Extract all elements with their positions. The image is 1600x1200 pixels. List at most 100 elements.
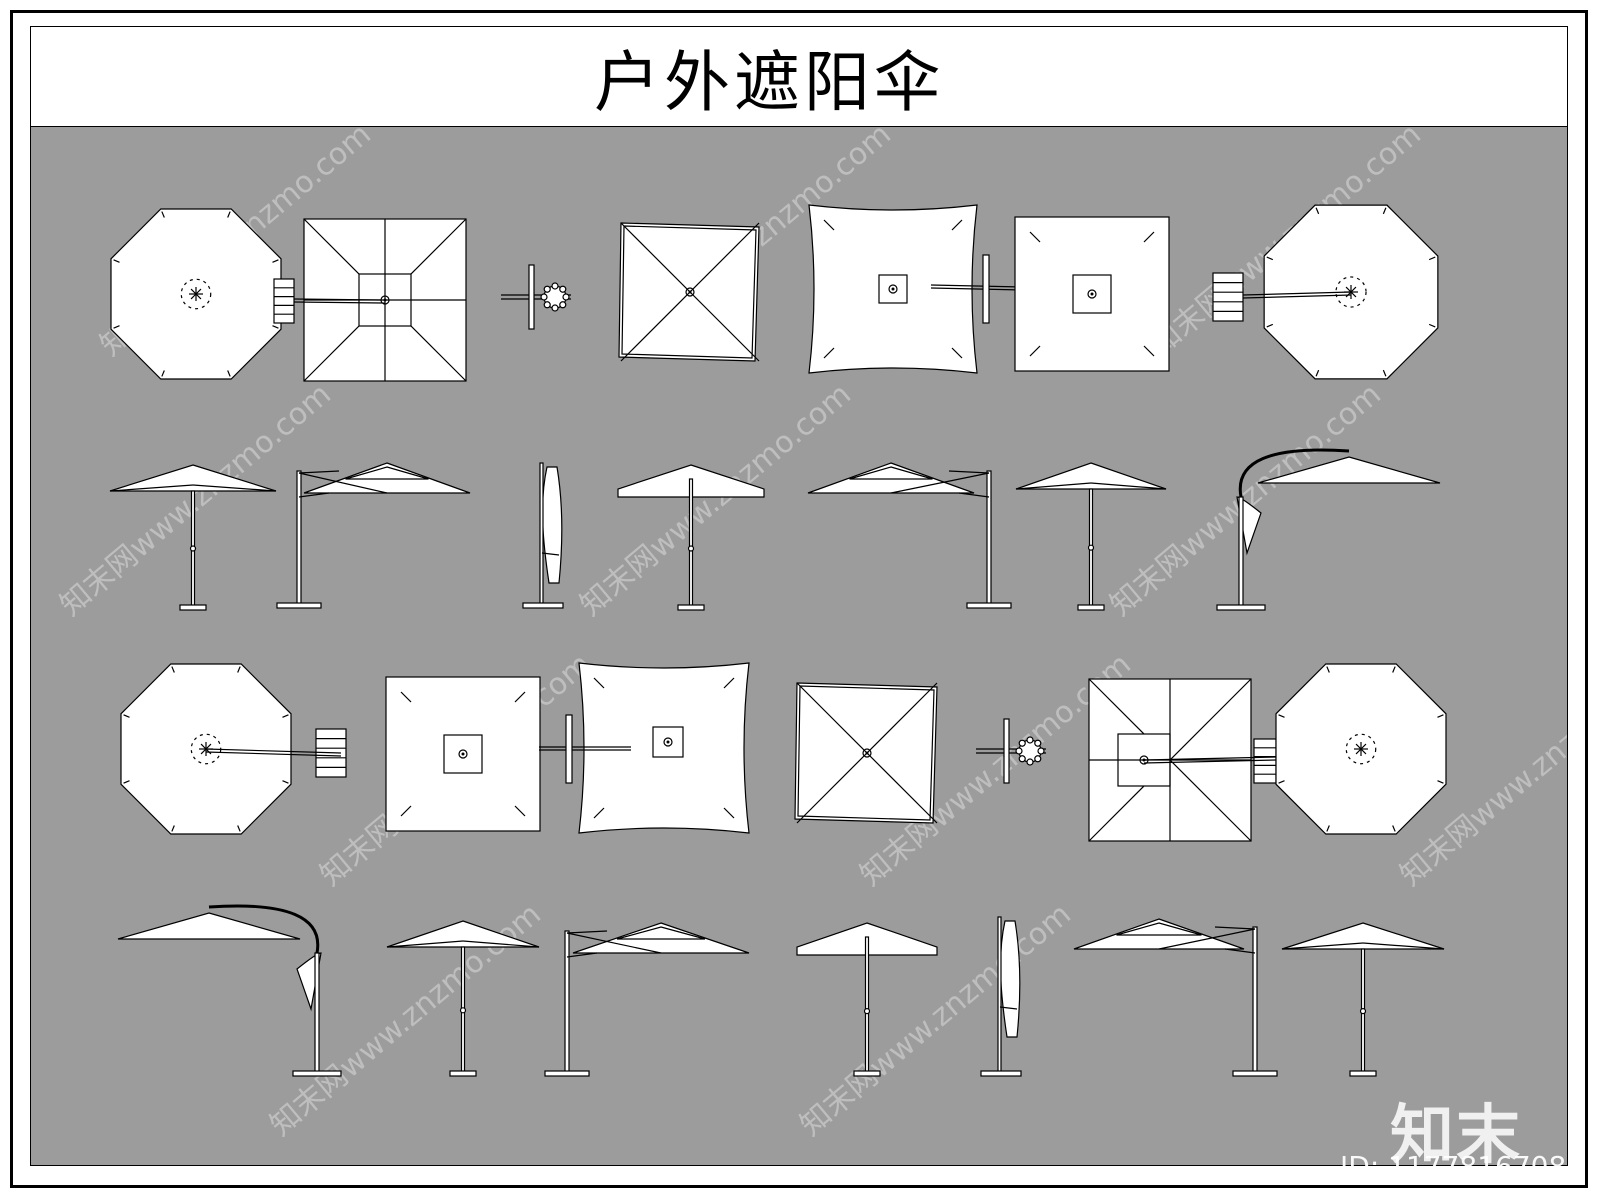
rib — [1362, 942, 1445, 950]
fold-knot — [1034, 739, 1042, 747]
cantilever-square — [544, 922, 750, 1077]
square-plan-offset-right — [1014, 216, 1170, 372]
rib-tick — [1143, 231, 1155, 243]
rib-tick — [1437, 714, 1444, 718]
rib — [192, 484, 277, 492]
rib-tick — [823, 347, 835, 359]
rib-tick — [1315, 369, 1320, 377]
mast — [539, 462, 544, 608]
rib-tick — [951, 219, 963, 231]
canopy — [117, 912, 301, 940]
strut — [948, 470, 990, 474]
market-umbrella — [1015, 462, 1167, 611]
base-plate — [966, 602, 1012, 609]
base-plate — [1349, 1070, 1377, 1077]
rib-tick — [723, 677, 735, 689]
rib-tick — [1382, 369, 1387, 377]
rib-tick — [723, 807, 735, 819]
rib-tick — [161, 370, 165, 377]
rib-tick — [1382, 207, 1387, 215]
strut — [1224, 948, 1256, 954]
fold-knot — [543, 285, 551, 293]
fold-knot — [551, 304, 559, 312]
octagon-plan-offset-left — [110, 208, 295, 380]
canopy-vent — [616, 926, 706, 940]
rib-tick — [514, 805, 526, 817]
mast — [997, 916, 1002, 1076]
market-umbrella — [1281, 922, 1445, 1077]
rib-tick — [1428, 323, 1436, 328]
crank — [687, 545, 695, 552]
curved-arm — [1238, 448, 1350, 498]
rib-tick — [282, 780, 289, 784]
hub-spoke — [1345, 286, 1352, 293]
base-plate — [449, 1070, 477, 1077]
hub-spoke — [190, 293, 197, 300]
canopy-vent — [345, 466, 429, 480]
arm-line — [930, 287, 1022, 291]
base-plate — [1077, 604, 1105, 611]
square-plan-cantilever — [293, 218, 467, 382]
base-plate — [1232, 1070, 1278, 1077]
hub-dot — [865, 751, 869, 755]
canopy — [1257, 456, 1441, 484]
hub — [888, 284, 898, 294]
fold-knot — [559, 301, 567, 309]
rib — [386, 940, 464, 948]
rib-tick — [171, 666, 175, 673]
hub-spoke — [1360, 748, 1367, 755]
wooden-base — [1212, 272, 1244, 322]
mast — [314, 952, 320, 1076]
rib-tick — [171, 825, 175, 832]
rib-tick — [593, 807, 605, 819]
hub-dot — [688, 290, 692, 294]
mast — [296, 470, 302, 608]
fold-knot — [540, 293, 548, 301]
fold-knot — [1026, 736, 1034, 744]
base-plate — [853, 1070, 881, 1077]
crank — [1087, 544, 1095, 551]
boom — [890, 472, 990, 494]
rib-tick — [113, 259, 120, 263]
square-plan-tilted — [618, 222, 760, 362]
hub-spoke — [195, 293, 202, 300]
boom — [298, 472, 388, 494]
hub-spoke — [1355, 743, 1362, 750]
rib-tick — [823, 219, 835, 231]
cantilever-side — [807, 462, 1012, 609]
arm-line — [293, 298, 386, 301]
strut — [541, 552, 560, 556]
rib-tick — [1315, 207, 1320, 215]
fold-knot — [562, 293, 570, 301]
boom — [1158, 928, 1256, 950]
cantilever-side — [1073, 918, 1278, 1077]
rib — [1090, 482, 1167, 490]
rib-tick — [1326, 666, 1330, 673]
mast — [1238, 496, 1244, 610]
arm-line — [1143, 759, 1277, 764]
base-plate — [179, 604, 207, 611]
hub-dashed-circle — [180, 278, 212, 310]
arm-line — [1242, 294, 1352, 299]
hub-dot — [1090, 292, 1094, 296]
rib-tick — [123, 780, 130, 784]
market-umbrella — [109, 464, 277, 611]
watermark-id: ID: 1177816708 — [1340, 1150, 1567, 1183]
folded-pole-plan — [976, 718, 1046, 784]
rib-tick — [1278, 780, 1285, 784]
rib-tick — [400, 805, 412, 817]
fold-knot — [559, 285, 567, 293]
folded-cantilever — [522, 462, 564, 609]
hub — [862, 748, 872, 758]
rib — [1281, 942, 1364, 950]
rib-tick — [227, 211, 231, 218]
pole — [688, 478, 694, 610]
pole — [864, 936, 870, 1076]
base-plate — [1216, 604, 1266, 611]
mast — [1252, 926, 1258, 1076]
hub-spoke — [1355, 748, 1362, 755]
rib-tick — [282, 714, 289, 718]
base-plate — [677, 604, 705, 611]
rib-tick — [593, 677, 605, 689]
